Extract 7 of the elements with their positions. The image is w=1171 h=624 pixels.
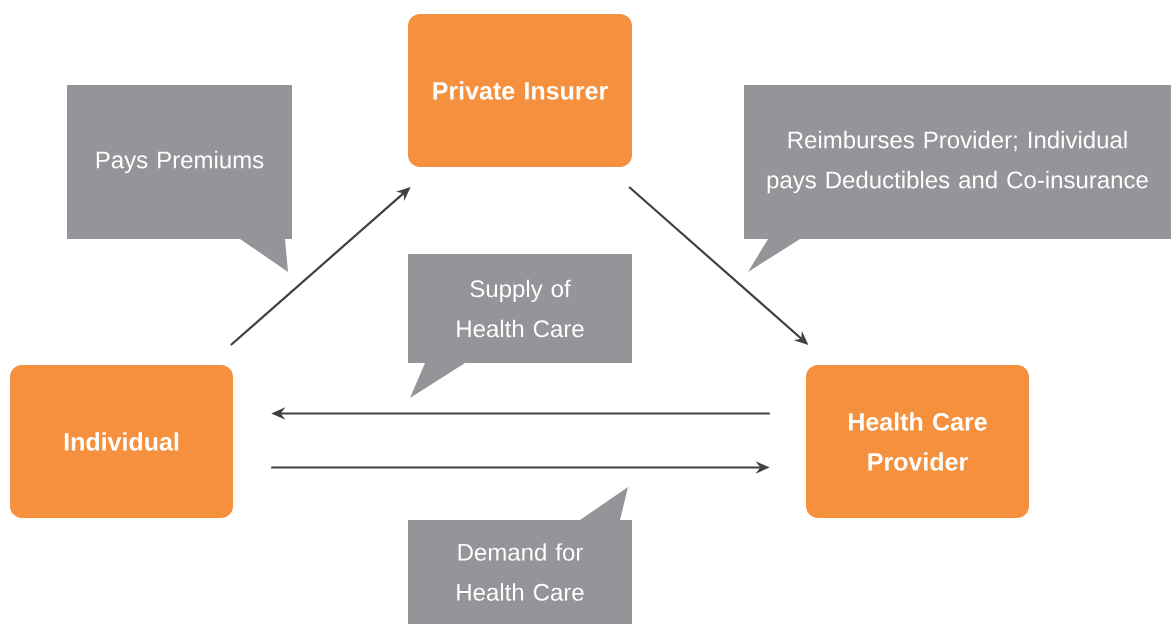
speech-bubble: Reimburses Provider; Individual pays Deductibles and Co-insurance: [744, 85, 1171, 272]
speech-bubble: Supply of Health Care: [408, 254, 632, 398]
speech-bubble: Demand for Health Care: [408, 487, 632, 624]
entity-box: Health Care Provider: [806, 365, 1029, 518]
entity-box: Private Insurer: [408, 14, 632, 167]
entity-box: Individual: [10, 365, 233, 518]
speech-bubble: Pays Premiums: [67, 85, 292, 272]
